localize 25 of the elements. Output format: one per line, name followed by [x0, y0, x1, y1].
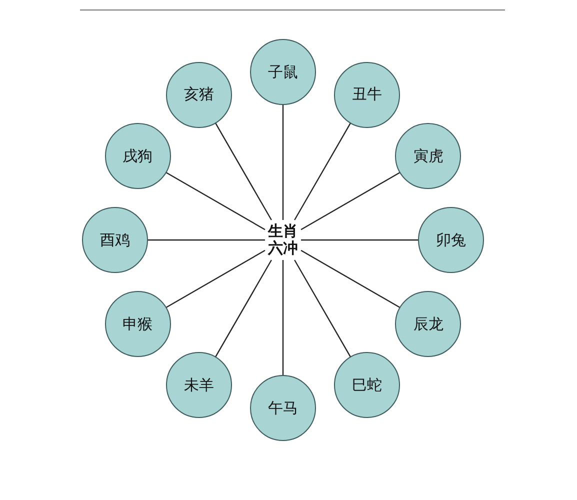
zodiac-circle: 卯兔: [418, 207, 484, 273]
connector-line: [282, 260, 284, 375]
connector-line: [300, 250, 400, 308]
zodiac-circle: 酉鸡: [82, 207, 148, 273]
connector-line: [282, 105, 284, 220]
zodiac-circle: 午马: [250, 375, 316, 441]
connector-line: [166, 172, 266, 230]
connector-line: [148, 239, 265, 241]
connector-line: [294, 122, 352, 220]
zodiac-circle: 戌狗: [104, 123, 170, 189]
zodiac-circle: 巳蛇: [334, 352, 400, 418]
zodiac-circle: 子鼠: [250, 39, 316, 105]
connector-line: [214, 260, 272, 358]
zodiac-circle: 寅虎: [395, 123, 462, 189]
zodiac-circle: 丑牛: [334, 62, 400, 128]
connector-line: [294, 260, 352, 358]
connector-line: [301, 239, 418, 241]
connector-line: [166, 250, 266, 308]
connector-line: [214, 122, 272, 220]
connector-line: [300, 172, 400, 230]
zodiac-circle: 未羊: [166, 352, 232, 418]
zodiac-circle: 亥猪: [166, 62, 232, 128]
zodiac-circle: 辰龙: [395, 291, 462, 357]
zodiac-circle: 申猴: [104, 291, 170, 357]
center-label: 生肖六冲: [268, 222, 298, 258]
